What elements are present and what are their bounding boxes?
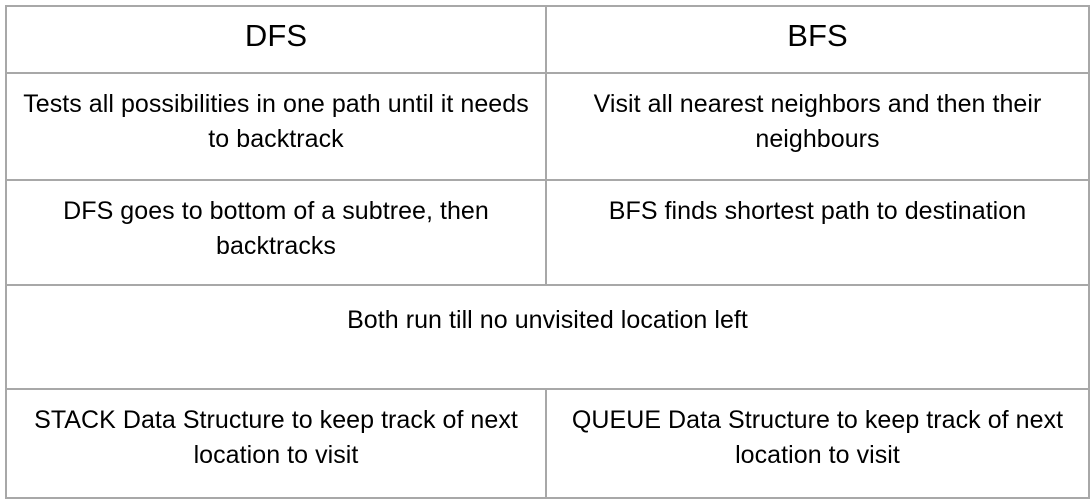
- table-row-merged: Both run till no unvisited location left: [5, 284, 1090, 390]
- cell-text: QUEUE Data Structure to keep track of ne…: [571, 406, 1064, 469]
- cell-shared-both: Both run till no unvisited location left: [5, 284, 1090, 390]
- cell-text: Both run till no unvisited location left: [347, 306, 748, 334]
- table-header-row: DFS BFS: [5, 5, 1090, 74]
- cell-dfs-row-1: Tests all possibilities in one path unti…: [5, 72, 547, 181]
- cell-bfs-row-4: QUEUE Data Structure to keep track of ne…: [545, 388, 1090, 499]
- cell-bfs-row-2: BFS finds shortest path to destination: [545, 179, 1090, 286]
- column-header-dfs: DFS: [5, 5, 547, 74]
- table-row: STACK Data Structure to keep track of ne…: [5, 388, 1090, 499]
- column-header-dfs-label: DFS: [244, 18, 308, 53]
- cell-text: Tests all possibilities in one path unti…: [23, 90, 529, 153]
- comparison-table-container: DFS BFS Tests all possibilities in one p…: [5, 5, 1090, 499]
- table-row: DFS goes to bottom of a subtree, then ba…: [5, 179, 1090, 286]
- dfs-bfs-comparison-table: DFS BFS Tests all possibilities in one p…: [5, 5, 1090, 499]
- cell-bfs-row-1: Visit all nearest neighbors and then the…: [545, 72, 1090, 181]
- cell-text: Visit all nearest neighbors and then the…: [593, 90, 1042, 153]
- column-header-bfs-label: BFS: [787, 18, 848, 53]
- column-header-bfs: BFS: [545, 5, 1090, 74]
- table-row: Tests all possibilities in one path unti…: [5, 72, 1090, 181]
- cell-dfs-row-2: DFS goes to bottom of a subtree, then ba…: [5, 179, 547, 286]
- cell-dfs-row-4: STACK Data Structure to keep track of ne…: [5, 388, 547, 499]
- cell-text: STACK Data Structure to keep track of ne…: [34, 406, 518, 469]
- cell-text: BFS finds shortest path to destination: [608, 197, 1027, 225]
- cell-text: DFS goes to bottom of a subtree, then ba…: [63, 197, 489, 260]
